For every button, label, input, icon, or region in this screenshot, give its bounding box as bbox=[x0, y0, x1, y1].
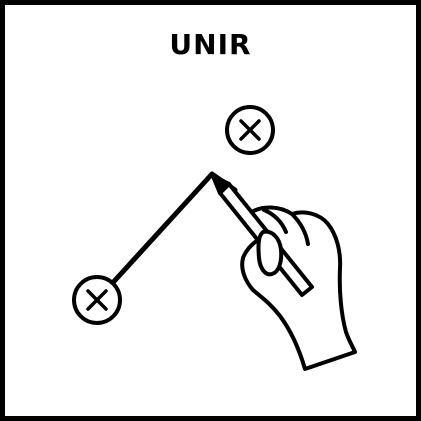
pictogram-title: UNIR bbox=[169, 28, 252, 61]
target-point-icon bbox=[225, 105, 275, 155]
hand-pencil-icon bbox=[211, 174, 357, 371]
drawn-line bbox=[94, 171, 238, 303]
start-point-icon bbox=[72, 275, 122, 325]
